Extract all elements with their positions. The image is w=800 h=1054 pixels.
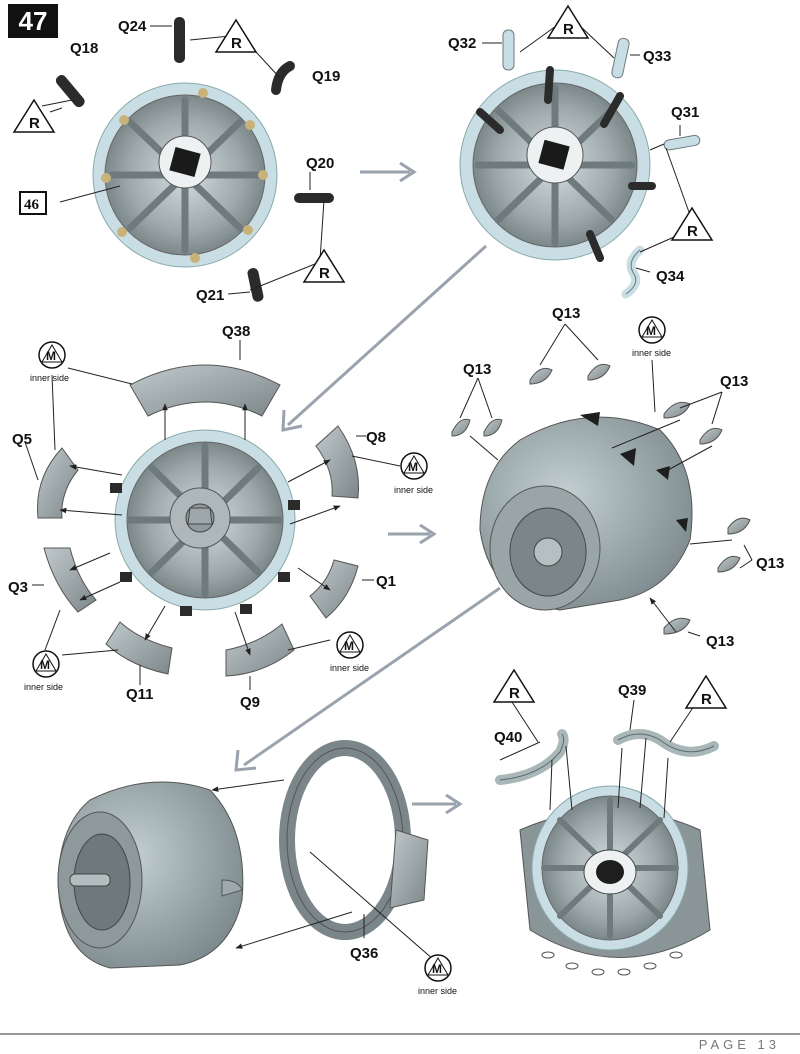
panel-q5 <box>37 447 79 519</box>
svg-text:R: R <box>319 265 330 282</box>
svg-text:inner side: inner side <box>24 682 63 692</box>
ref-step-number: 46 <box>24 197 40 213</box>
label-q33: Q33 <box>643 48 671 65</box>
pipe-q33 <box>611 37 630 79</box>
label-q38: Q38 <box>222 323 250 340</box>
pipe-q21 <box>247 268 264 302</box>
svg-text:R: R <box>701 691 712 708</box>
pipe-q24 <box>174 17 185 63</box>
svg-text:M: M <box>408 460 418 474</box>
stage-3-engine <box>110 429 300 616</box>
label-q21: Q21 <box>196 287 224 304</box>
svg-text:inner side: inner side <box>30 373 69 383</box>
pipe-q20 <box>294 193 334 203</box>
replace-symbol-1: R <box>214 18 258 53</box>
replace-symbol-4: R <box>546 4 590 39</box>
svg-text:M: M <box>432 962 442 976</box>
material-symbol-4: M inner side <box>330 631 369 673</box>
ring-q36 <box>279 740 429 940</box>
label-q5: Q5 <box>12 431 32 448</box>
label-q1: Q1 <box>376 573 396 590</box>
svg-text:inner side: inner side <box>632 348 671 358</box>
label-q13-a: Q13 <box>552 305 580 322</box>
replace-symbol-2: R <box>12 98 56 133</box>
label-q40: Q40 <box>494 729 522 746</box>
flow-arrow-4 <box>243 586 501 767</box>
pipe-q39 <box>613 729 719 757</box>
panel-q9 <box>225 623 295 677</box>
stage-6-engine <box>519 785 711 976</box>
svg-text:inner side: inner side <box>330 663 369 673</box>
pipe-q40 <box>495 729 569 785</box>
label-q19: Q19 <box>312 68 340 85</box>
label-q31: Q31 <box>671 104 699 121</box>
svg-text:R: R <box>231 35 242 52</box>
panel-q38 <box>129 364 281 417</box>
material-symbol-1: M inner side <box>30 341 69 383</box>
label-q9: Q9 <box>240 694 260 711</box>
svg-text:R: R <box>563 21 574 38</box>
svg-text:M: M <box>40 658 50 672</box>
stage-5-cowling <box>57 781 244 969</box>
svg-text:R: R <box>509 685 520 702</box>
stage-2-engine <box>459 66 656 262</box>
material-symbol-5: M inner side <box>632 316 671 358</box>
svg-text:R: R <box>29 115 40 132</box>
svg-text:M: M <box>646 324 656 338</box>
label-q13-b: Q13 <box>463 361 491 378</box>
svg-text:M: M <box>46 349 56 363</box>
material-symbol-6: M inner side <box>418 954 457 996</box>
label-q24: Q24 <box>118 18 147 35</box>
panel-q11 <box>105 621 173 675</box>
ref-step-box <box>19 191 47 215</box>
label-q11: Q11 <box>126 686 154 703</box>
pipe-q19 <box>271 61 295 95</box>
pipe-q32 <box>502 29 515 71</box>
pipe-q34 <box>621 245 645 299</box>
label-q20: Q20 <box>306 155 334 172</box>
label-q18: Q18 <box>70 40 98 57</box>
panel-q3 <box>43 547 97 613</box>
replace-symbol-5: R <box>670 206 714 241</box>
label-q39: Q39 <box>618 682 646 699</box>
label-q32: Q32 <box>448 35 476 52</box>
flow-arrow-2 <box>286 244 488 427</box>
svg-text:inner side: inner side <box>418 986 457 996</box>
label-q13-c: Q13 <box>720 373 748 390</box>
label-q13-e: Q13 <box>706 633 734 650</box>
panel-q8 <box>315 425 360 499</box>
replace-symbol-3: R <box>302 248 346 283</box>
svg-text:inner side: inner side <box>394 485 433 495</box>
material-symbol-2: M inner side <box>394 452 433 495</box>
replace-symbol-6: R <box>492 668 536 703</box>
material-symbol-3: M inner side <box>24 650 63 692</box>
label-q3: Q3 <box>8 579 28 596</box>
label-q13-d: Q13 <box>756 555 784 572</box>
panel-q1 <box>309 559 359 619</box>
pipe-q31 <box>663 134 701 151</box>
replace-symbol-7: R <box>684 674 728 709</box>
label-q36: Q36 <box>350 945 378 962</box>
svg-text:M: M <box>344 639 354 653</box>
stage-4-cowling <box>479 412 693 611</box>
pipe-q18 <box>55 75 85 108</box>
label-q34: Q34 <box>656 268 685 285</box>
step-number-badge: 47 <box>8 4 58 38</box>
svg-text:R: R <box>687 223 698 240</box>
stage-1-engine <box>92 82 278 268</box>
page-number: PAGE 13 <box>698 1037 780 1052</box>
label-q8: Q8 <box>366 429 386 446</box>
